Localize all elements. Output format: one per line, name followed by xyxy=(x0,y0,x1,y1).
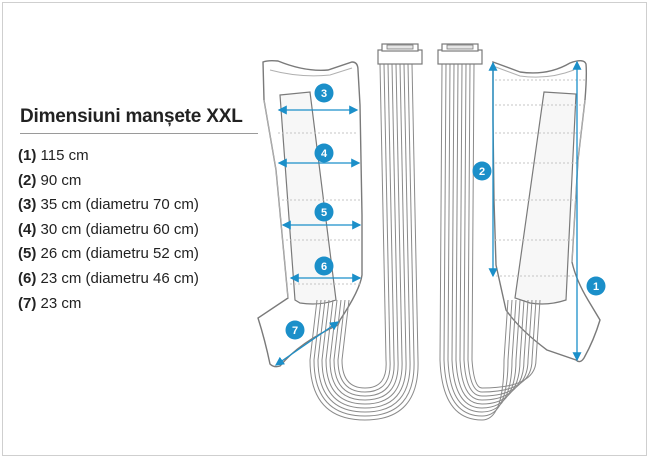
list-item: (4) 30 cm (diametru 60 cm) xyxy=(18,220,199,238)
right-cuff-panel xyxy=(514,91,577,305)
marker-6: 6 xyxy=(314,256,334,276)
right-tube-bundle xyxy=(439,63,541,421)
marker-1: 1 xyxy=(586,276,606,296)
title-underline xyxy=(20,133,258,134)
svg-text:1: 1 xyxy=(593,281,599,293)
list-item: (2) 90 cm xyxy=(18,171,82,189)
svg-text:2: 2 xyxy=(479,166,485,178)
page-title: Dimensiuni manșete XXL xyxy=(20,106,243,127)
left-cuff xyxy=(257,43,423,421)
svg-text:7: 7 xyxy=(292,325,298,337)
tube-bundle xyxy=(309,63,419,421)
list-item: (6) 23 cm (diametru 46 cm) xyxy=(18,269,199,287)
list-item: (7) 23 cm xyxy=(18,294,82,312)
list-item: (1) 115 cm xyxy=(18,147,89,164)
list-item: (5) 26 cm (diametru 52 cm) xyxy=(18,245,199,263)
right-cuff xyxy=(437,43,601,421)
left-cuff-panel xyxy=(279,91,337,305)
dimension-list: (1) 115 cm (2) 90 cm (3) 35 cm (diametru… xyxy=(18,146,199,318)
arrow-7 xyxy=(274,321,340,366)
svg-text:6: 6 xyxy=(321,261,327,273)
svg-text:3: 3 xyxy=(321,88,327,100)
list-item: (3) 35 cm (diametru 70 cm) xyxy=(18,196,199,214)
right-connector xyxy=(437,43,483,65)
left-connector xyxy=(377,43,423,65)
number-badges: 3 4 5 6 7 2 1 xyxy=(285,83,606,340)
marker-4: 4 xyxy=(314,143,334,163)
marker-7: 7 xyxy=(285,320,305,340)
svg-text:5: 5 xyxy=(321,207,327,219)
measurement-arrows xyxy=(274,60,582,366)
marker-5: 5 xyxy=(314,202,334,222)
svg-text:4: 4 xyxy=(321,148,328,160)
marker-2: 2 xyxy=(472,161,492,181)
right-guides xyxy=(495,79,585,277)
marker-3: 3 xyxy=(314,83,334,103)
